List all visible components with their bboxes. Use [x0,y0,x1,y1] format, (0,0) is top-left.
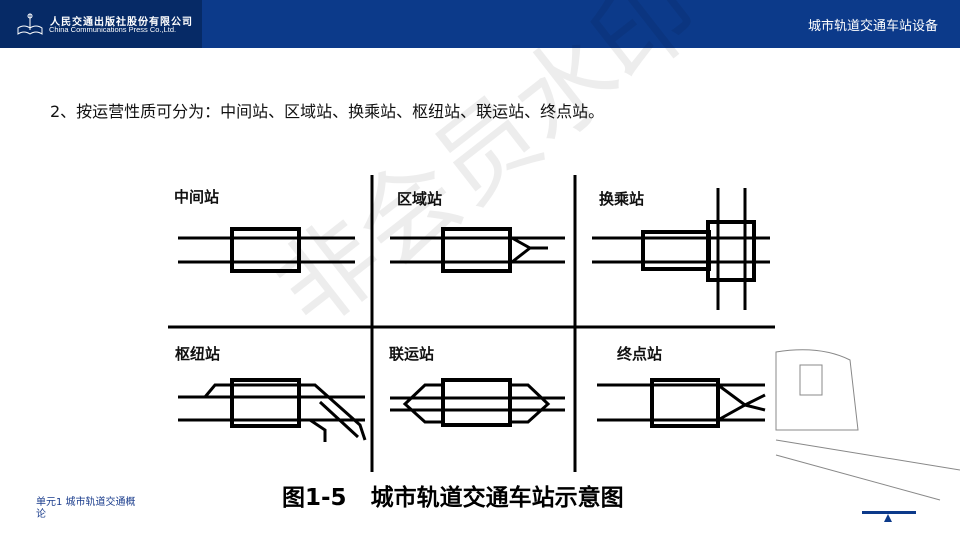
label-transfer: 换乘站 [599,190,645,208]
train-illustration [775,349,960,501]
label-regional: 区域站 [397,190,443,208]
label-intermediate: 中间站 [174,188,220,206]
label-hub: 枢纽站 [175,345,221,363]
footer-unit: 单元1 城市轨道交通概论 [36,497,136,520]
label-joint: 联运站 [389,345,435,363]
intro-text: 2、按运营性质可分为：中间站、区域站、换乘站、枢纽站、联运站、终点站。 [50,102,605,121]
regional-station-symbol [390,227,565,273]
publisher-logo: 人民交通出版社股份有限公司 China Communications Press… [0,0,202,48]
transfer-station-symbol [592,188,770,310]
logo-en: China Communications Press Co.,Ltd. [49,25,177,34]
book-anchor-icon [17,13,43,35]
joint-station-symbol [390,378,565,427]
header-title: 城市轨道交通车站设备 [807,19,938,34]
terminal-station-symbol [597,378,766,428]
figure-caption: 图1-5 城市轨道交通车站示意图 [282,485,624,511]
hub-station-symbol [178,378,367,442]
nav-bar[interactable] [862,511,916,514]
logo-cn: 人民交通出版社股份有限公司 [50,17,193,28]
intermediate-station-symbol [178,227,355,273]
header-bar: 人民交通出版社股份有限公司 China Communications Press… [0,0,960,48]
label-terminal: 终点站 [617,345,663,363]
triangle-up-icon[interactable] [884,514,892,522]
